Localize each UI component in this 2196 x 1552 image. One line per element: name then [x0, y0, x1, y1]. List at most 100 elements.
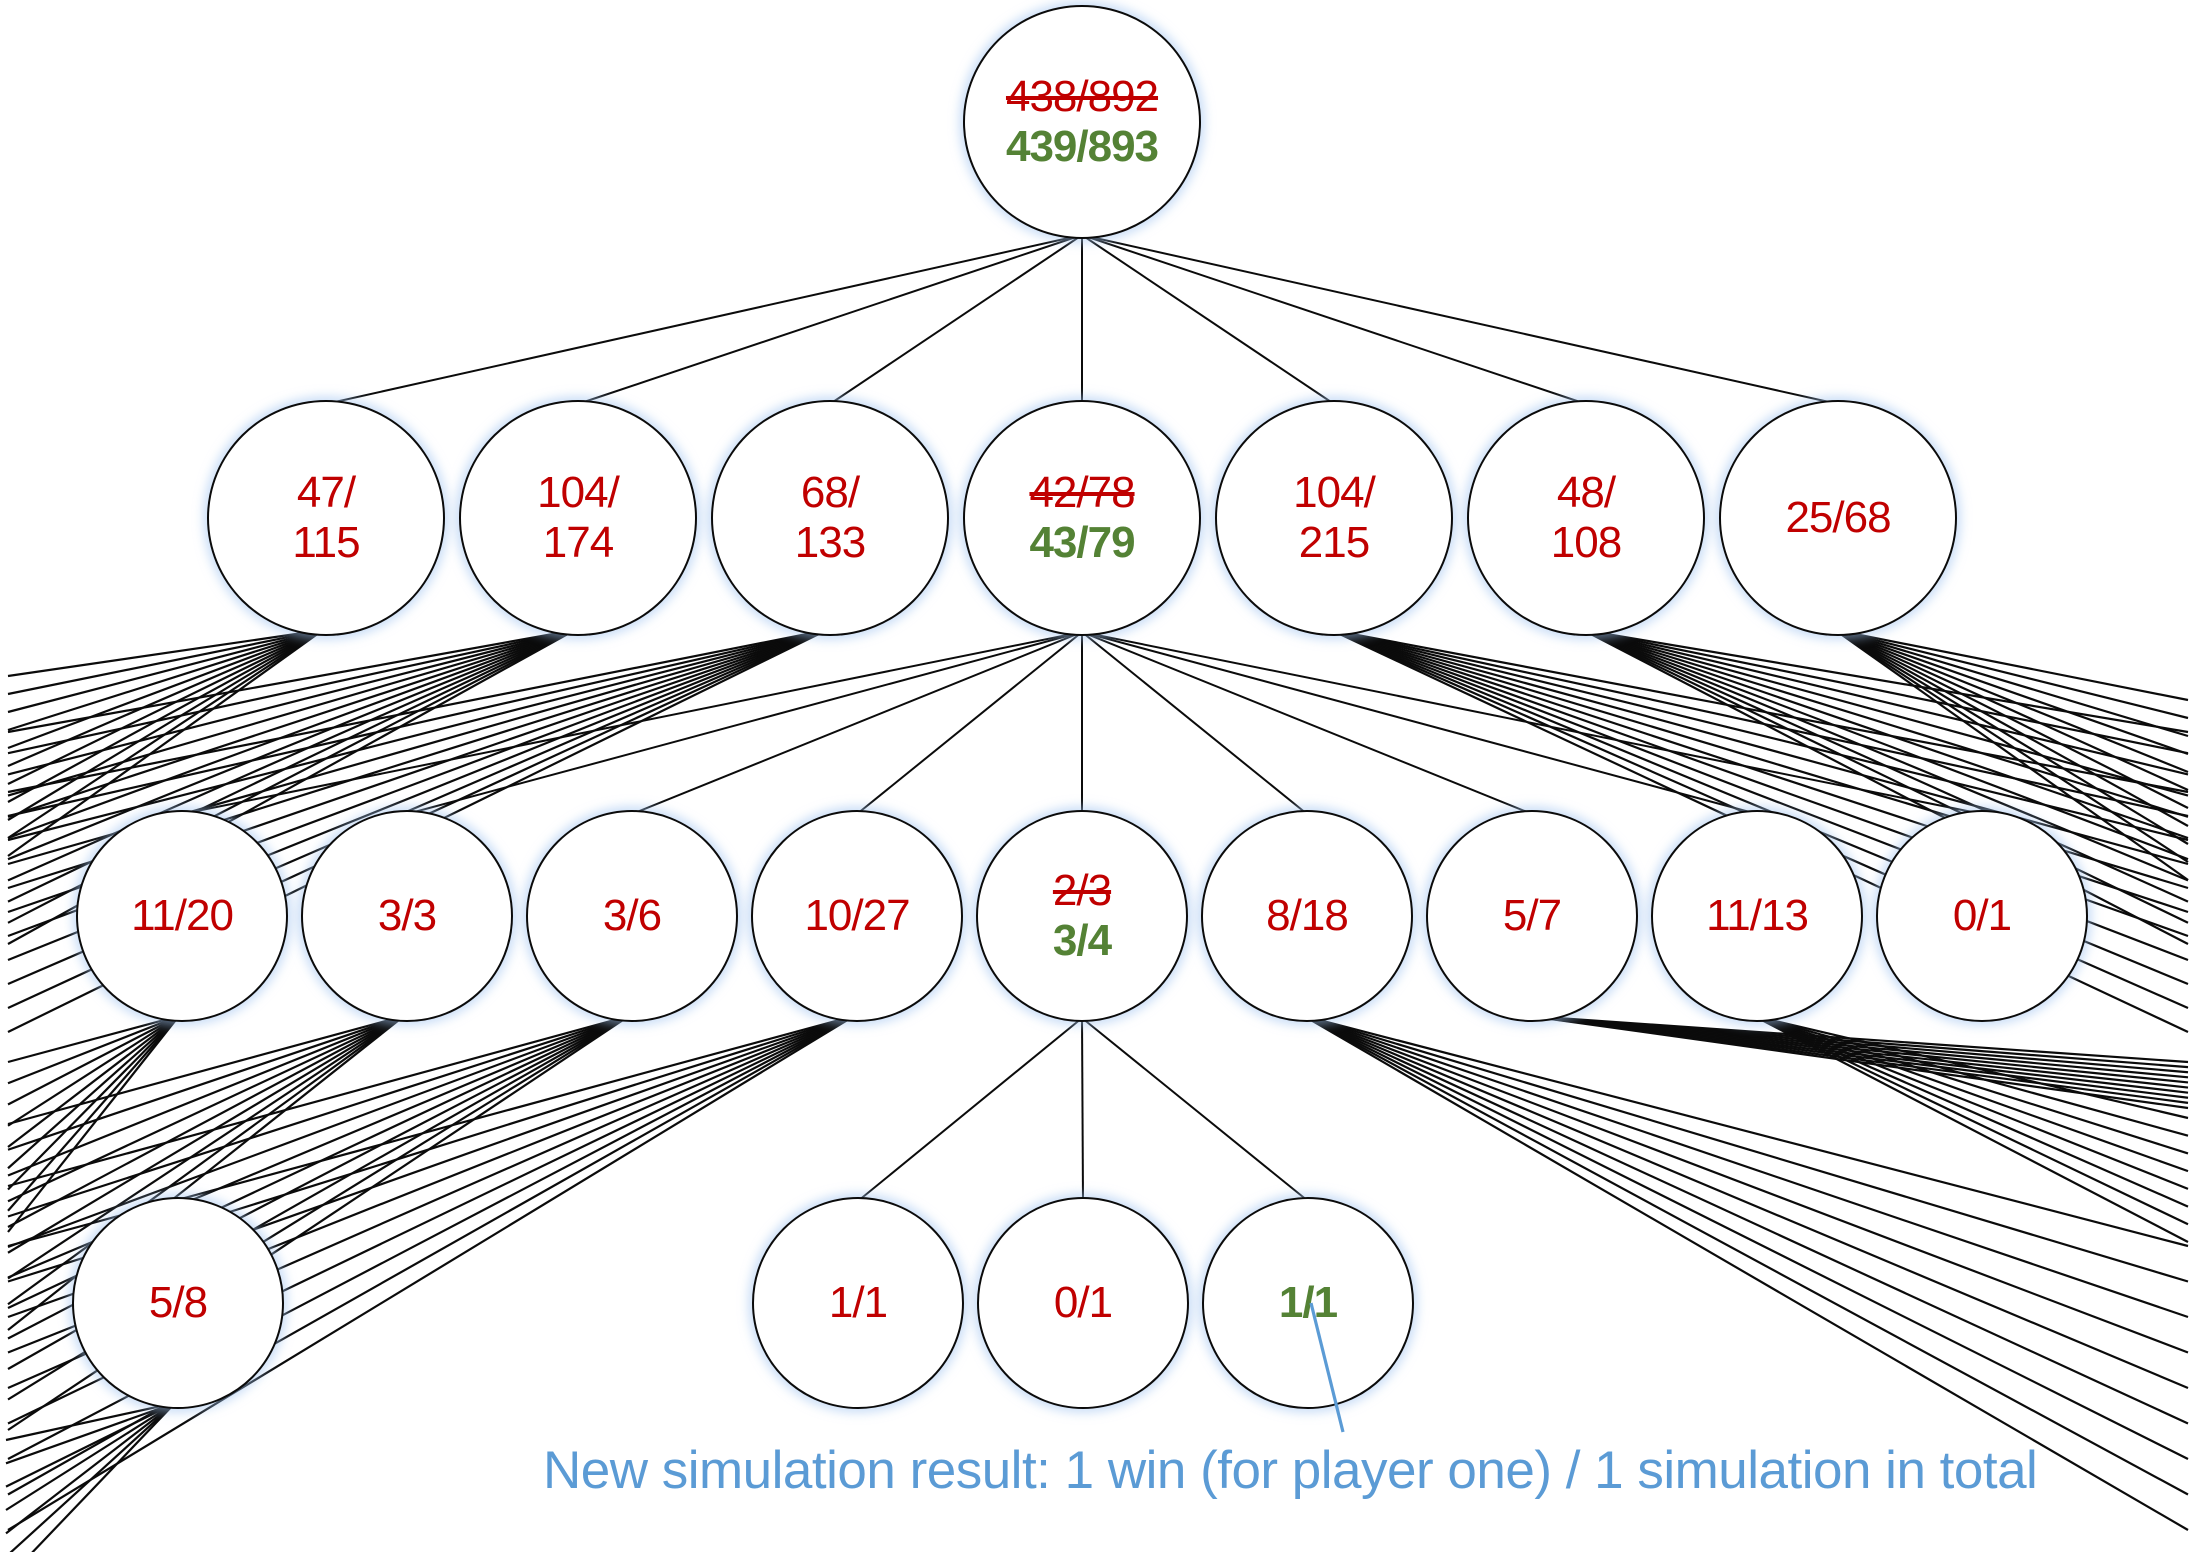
collapsed-subtree-fan-line [1582, 628, 2189, 797]
tree-node-n0-1b: 0/1 [977, 1197, 1189, 1409]
tree-node-n10-27: 10/27 [751, 810, 963, 1022]
collapsed-subtree-fan-line [1753, 1014, 2189, 1173]
node-value-label: 1/1 [828, 1278, 888, 1328]
node-value-label: 104/ [1293, 468, 1376, 518]
node-value-label: 42/78 [1029, 468, 1135, 518]
collapsed-subtree-fan-line [7, 628, 576, 818]
tree-node-n11-20: 11/20 [76, 810, 288, 1022]
tree-node-n3-3: 3/3 [301, 810, 513, 1022]
collapsed-subtree-fan-line [1834, 628, 2189, 792]
tree-node-n8-18: 8/18 [1201, 810, 1413, 1022]
collapsed-subtree-fan-line [7, 628, 324, 696]
tree-node-n11-13: 11/13 [1651, 810, 1863, 1022]
collapsed-subtree-fan-line [7, 1015, 180, 1127]
collapsed-subtree-fan-line [1303, 1014, 2189, 1354]
collapsed-subtree-fan-line [7, 628, 576, 882]
collapsed-subtree-fan-line [7, 628, 828, 842]
tree-node-n68-133: 68/133 [711, 400, 949, 636]
collapsed-subtree-fan-line [1303, 1015, 2189, 1460]
node-value-label: 104/ [537, 468, 620, 518]
collapsed-subtree-fan-line [7, 628, 576, 755]
node-value-label: 47/ [296, 468, 356, 518]
collapsed-subtree-fan-line [1528, 1014, 2189, 1089]
collapsed-subtree-fan-line [1582, 628, 2189, 755]
collapsed-subtree-fan-line [7, 628, 828, 818]
collapsed-subtree-fan-line [1753, 1014, 2189, 1190]
collapsed-subtree-fan-line [1330, 628, 2189, 818]
collapsed-subtree-fan-line [7, 1014, 405, 1126]
collapsed-subtree-fan-line [1528, 1014, 2189, 1110]
collapsed-subtree-fan-line [1753, 1014, 2189, 1120]
tree-node-n5-7: 5/7 [1426, 810, 1638, 1022]
collapsed-subtree-fan-line [1582, 628, 2189, 840]
node-value-label: 3/3 [377, 891, 437, 941]
node-value-label: 3/4 [1052, 916, 1112, 965]
collapsed-subtree-fan-line [1753, 1015, 2189, 1226]
tree-edge [1081, 234, 1839, 405]
tree-edge [829, 234, 1083, 405]
tree-node-n104-215: 104/215 [1215, 400, 1453, 636]
collapsed-subtree-fan-line [7, 1015, 405, 1203]
collapsed-subtree-fan-line [7, 1014, 180, 1064]
tree-edge [1081, 631, 1533, 815]
tree-edge [1081, 631, 1758, 815]
node-value-label: 5/7 [1502, 891, 1562, 941]
tree-edge [1081, 234, 1335, 405]
collapsed-subtree-fan-line [1753, 1015, 2189, 1243]
collapsed-subtree-fan-line [7, 1015, 180, 1106]
node-value-label: 25/68 [1785, 493, 1891, 543]
collapsed-subtree-fan-line [5, 1402, 176, 1511]
collapsed-subtree-fan-line [7, 628, 576, 840]
collapsed-subtree-fan-line [1330, 628, 2189, 794]
node-value-label: 48/ [1556, 468, 1616, 518]
collapsed-subtree-fan-line [5, 1402, 176, 1488]
collapsed-subtree-fan-line [1303, 1014, 2189, 1390]
node-value-label: 0/1 [1053, 1278, 1113, 1328]
node-value-label: 174 [542, 518, 614, 567]
node-value-label: 10/27 [804, 891, 910, 941]
tree-node-n5-8: 5/8 [72, 1197, 284, 1409]
tree-edge [1081, 234, 1587, 405]
collapsed-subtree-fan-line [7, 628, 324, 678]
tree-edge [577, 234, 1083, 405]
node-value-label: 3/6 [602, 891, 662, 941]
collapsed-subtree-fan-line [7, 1015, 405, 1228]
collapsed-subtree-fan-line [5, 1401, 176, 1442]
collapsed-subtree-fan-line [7, 1015, 180, 1212]
collapsed-subtree-fan-line [1834, 629, 2189, 827]
tree-edge [1081, 1017, 1309, 1202]
collapsed-subtree-fan-line [7, 628, 324, 714]
collapsed-subtree-fan-line [1582, 628, 2189, 734]
collapsed-subtree-fan-line [1303, 1014, 2189, 1248]
collapsed-subtree-fan-line [1753, 1014, 2189, 1155]
collapsed-subtree-fan-line [1834, 628, 2189, 774]
collapsed-subtree-fan-line [1303, 1015, 2189, 1496]
tree-edge [325, 234, 1083, 405]
node-value-label: 68/ [800, 468, 860, 518]
collapsed-subtree-fan-line [7, 1014, 405, 1151]
collapsed-subtree-fan-line [7, 629, 324, 839]
collapsed-subtree-fan-line [1753, 1014, 2189, 1208]
tree-edge [1081, 1017, 1084, 1202]
collapsed-subtree-fan-line [5, 1402, 176, 1535]
tree-node-n48-108: 48/108 [1467, 400, 1705, 636]
collapsed-subtree-fan-line [7, 1014, 630, 1249]
tree-node-n104-174: 104/174 [459, 400, 697, 636]
tree-edge [181, 631, 1083, 815]
collapsed-subtree-fan-line [1753, 1014, 2189, 1137]
collapsed-subtree-fan-line [1303, 1015, 2189, 1425]
node-value-label: 0/1 [1952, 891, 2012, 941]
tree-edge [1081, 631, 1308, 815]
collapsed-subtree-fan-line [7, 628, 576, 797]
tree-edge [406, 631, 1083, 815]
tree-edge [856, 631, 1083, 815]
collapsed-subtree-fan-line [1528, 1014, 2189, 1099]
collapsed-subtree-fan-line [1582, 628, 2189, 882]
collapsed-subtree-fan-line [7, 1014, 630, 1188]
node-value-label: 439/893 [1005, 122, 1159, 171]
tree-node-n25-68: 25/68 [1719, 400, 1957, 636]
tree-node-n3-6: 3/6 [526, 810, 738, 1022]
collapsed-subtree-fan-line [7, 629, 324, 785]
collapsed-subtree-fan-line [7, 1015, 180, 1191]
node-value-label: 215 [1298, 518, 1370, 567]
